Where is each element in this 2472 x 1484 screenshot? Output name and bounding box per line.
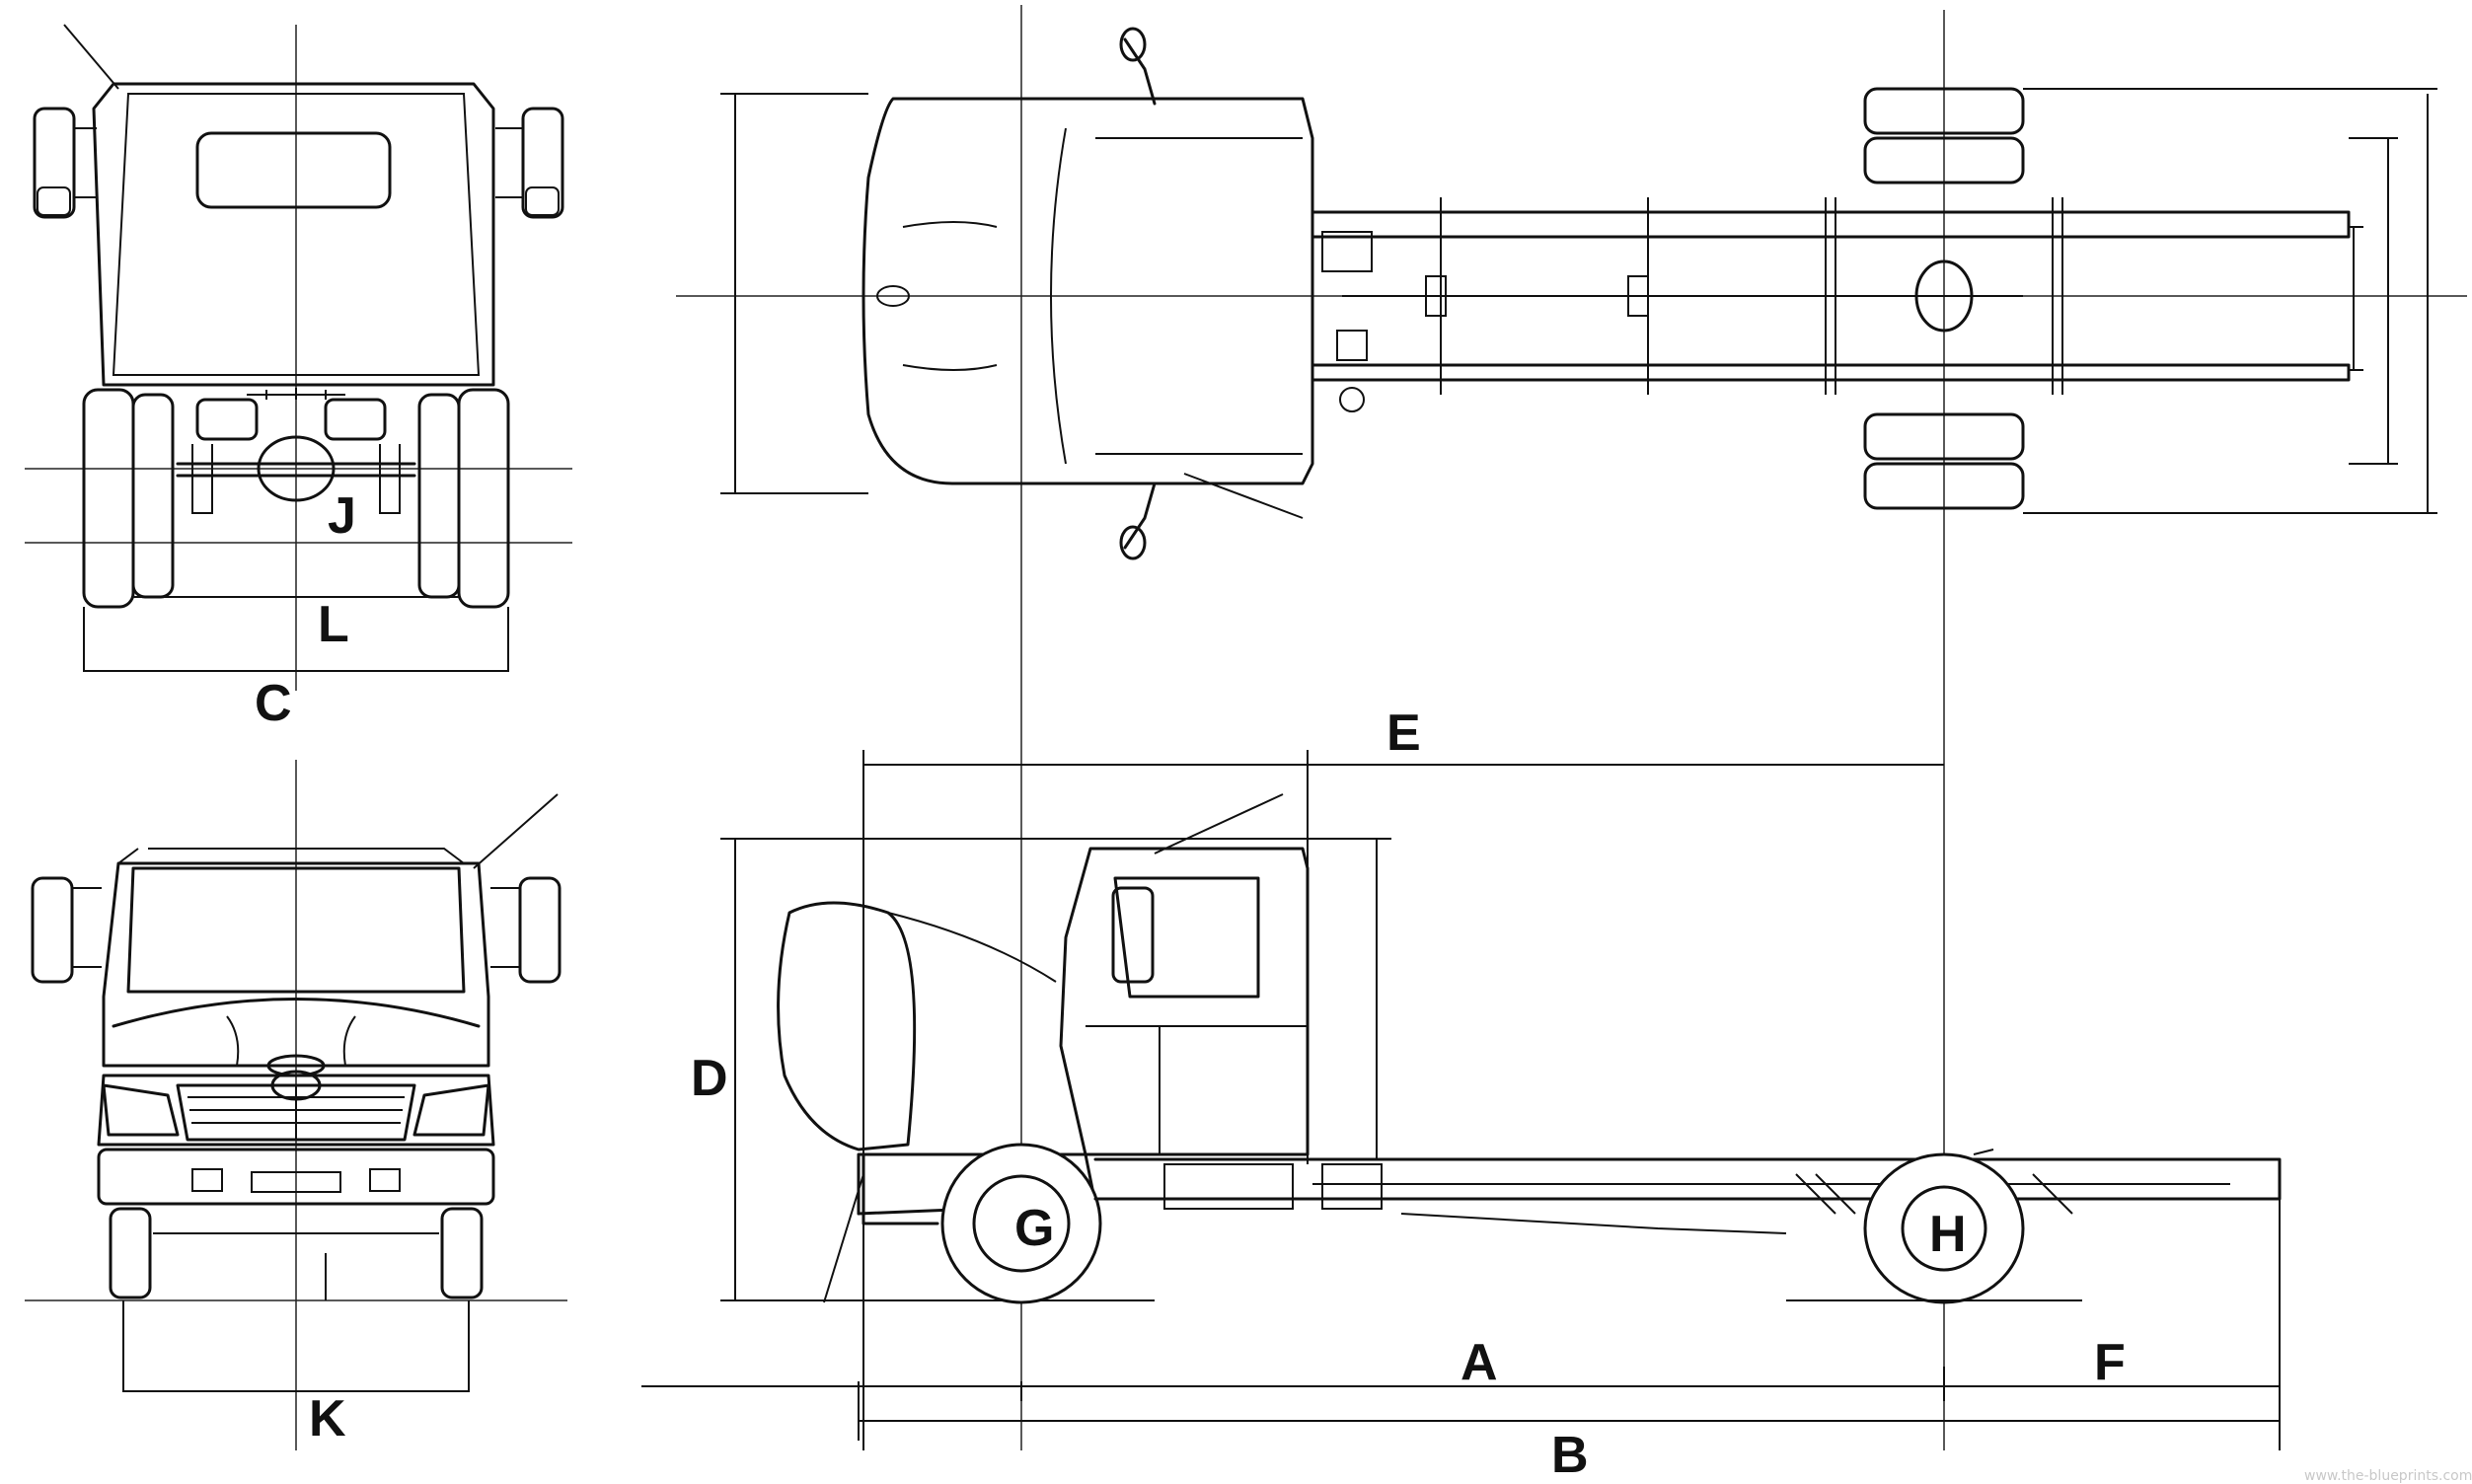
- side-view: E D G H A: [641, 705, 2282, 1484]
- dim-label-D: D: [691, 1050, 728, 1107]
- dim-label-F: F: [2094, 1334, 2126, 1391]
- dim-label-G: G: [1014, 1200, 1054, 1257]
- dim-label-L: L: [318, 596, 349, 653]
- rear-view: L C J: [25, 24, 572, 732]
- dim-label-E: E: [1386, 705, 1421, 762]
- dim-label-J: J: [328, 487, 356, 545]
- front-view: K: [25, 760, 567, 1450]
- watermark: www.the-blueprints.com: [2304, 1468, 2472, 1484]
- dim-label-B: B: [1551, 1427, 1589, 1484]
- dim-label-H: H: [1929, 1206, 1967, 1263]
- dim-label-A: A: [1461, 1334, 1498, 1391]
- dim-label-C: C: [255, 675, 292, 732]
- dim-label-K: K: [309, 1390, 346, 1447]
